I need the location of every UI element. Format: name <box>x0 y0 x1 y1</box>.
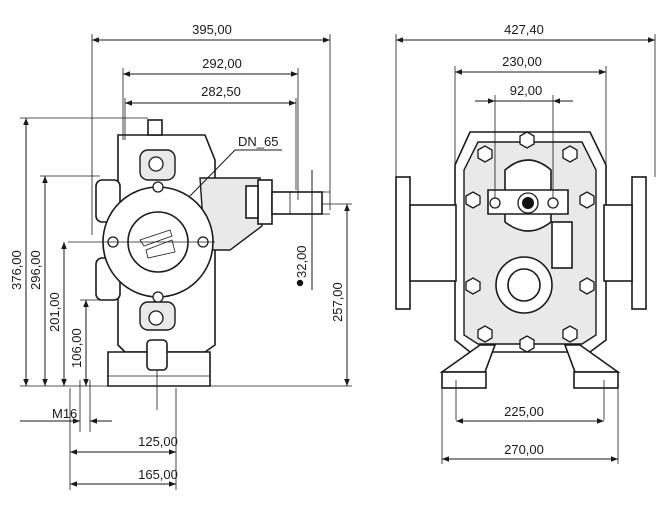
side-height-dimensions: 376,00 296,00 201,00 106,00 <box>9 117 148 387</box>
dim-106: 106,00 <box>69 328 84 368</box>
shaft-height-dimension: 257,00 <box>210 203 352 387</box>
dim-292: 292,00 <box>202 56 242 71</box>
dim-376: 376,00 <box>9 250 24 290</box>
dim-270: 270,00 <box>504 442 544 457</box>
dim-257: 257,00 <box>330 282 345 322</box>
dim-296: 296,00 <box>28 250 43 290</box>
front-body <box>395 131 647 420</box>
dim-282: 282,50 <box>201 84 241 99</box>
bolt-dimension: M16 <box>20 380 112 432</box>
dim-m16: M16 <box>52 406 77 421</box>
dim-230: 230,00 <box>502 54 542 69</box>
front-width-dimensions: 427,40 230,00 92,00 <box>395 22 656 198</box>
dim-92: 92,00 <box>510 83 543 98</box>
dim-165: 165,00 <box>138 467 178 482</box>
side-flange <box>68 181 215 303</box>
front-foot-dimensions: 225,00 270,00 <box>441 388 619 464</box>
shaft-diameter-dimension: 32,00 <box>294 170 330 290</box>
foot-dimensions: 125,00 165,00 <box>69 388 178 490</box>
dim-427: 427,40 <box>504 22 544 37</box>
front-view: 427,40 230,00 92,00 225,00 270,00 <box>395 22 656 464</box>
side-width-dimensions: 395,00 292,00 282,50 <box>91 22 331 235</box>
side-view: DN_65 395,00 292,00 282,50 32,00 <box>9 22 352 490</box>
dim-125: 125,00 <box>138 434 178 449</box>
dim-225: 225,00 <box>504 404 544 419</box>
dim-201: 201,00 <box>47 292 62 332</box>
dim-32: 32,00 <box>294 245 309 278</box>
dim-395: 395,00 <box>192 22 232 37</box>
flange-size-label: DN_65 <box>238 134 278 149</box>
